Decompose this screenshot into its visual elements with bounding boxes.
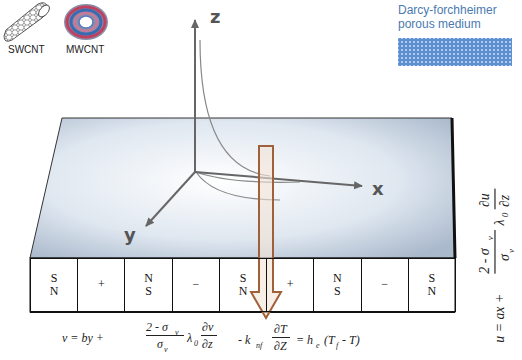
magnet-cell: − — [172, 258, 220, 312]
cell-text: S N — [48, 272, 60, 298]
mwcnt-icon — [64, 4, 108, 40]
axis-label: y — [124, 224, 136, 245]
cell-text: + — [284, 278, 296, 291]
subscript: v — [506, 249, 516, 253]
magnet-cell: S N — [30, 258, 78, 312]
magnet-cell: + — [266, 258, 314, 312]
magnet-cell: S N — [408, 258, 456, 312]
equation-part: σ — [497, 254, 514, 261]
subscript: nf — [256, 341, 262, 350]
magnet-cell: N S — [313, 258, 361, 312]
plate-front-face — [30, 258, 455, 312]
rotated-equation: u = ax +2 - σvσvλ0∂u∂z — [476, 178, 520, 345]
subscript: e — [316, 341, 320, 350]
cell-text: N S — [331, 272, 343, 298]
coordinate-axes — [146, 20, 362, 226]
axis-label: z — [210, 6, 220, 27]
fraction-bar — [494, 189, 495, 210]
equation-part: ∂z — [202, 337, 213, 352]
subscript: 0 — [194, 339, 198, 348]
cell-text: + — [95, 278, 107, 291]
axis-label: x — [372, 178, 384, 199]
cell-text: S N — [426, 272, 438, 298]
cell-text: S N — [237, 272, 249, 298]
equation-part: v = by + — [62, 331, 104, 346]
cell-text: − — [190, 278, 202, 291]
magnet-cell: S N — [219, 258, 267, 312]
equation-part: ∂Z — [274, 339, 287, 354]
nanotube-label: SWCNT — [8, 44, 45, 55]
subscript: 0 — [500, 213, 510, 218]
magnet-cell: N S — [124, 258, 172, 312]
subscript: v — [164, 345, 168, 354]
equation-part: u = ax + — [491, 294, 508, 343]
magnet-cell: − — [361, 258, 409, 312]
plate-edge — [452, 118, 455, 258]
fraction-bar — [146, 335, 184, 336]
subscript: f — [336, 341, 338, 350]
equation-part: σ — [157, 337, 163, 352]
equation-part: λ — [491, 219, 508, 225]
fraction-bar — [201, 335, 217, 336]
equation-part: ∂u — [476, 193, 493, 207]
equation-part: 2 - σ — [146, 320, 168, 335]
fraction-bar — [494, 230, 495, 274]
equation-part: = h — [296, 333, 313, 348]
equation-part: ∂T — [274, 322, 287, 337]
nanotube-label: MWCNT — [66, 44, 104, 55]
equation-part: ∂z — [497, 195, 514, 207]
equation-part: (T — [324, 333, 335, 348]
cell-text: − — [379, 278, 391, 291]
equation-part: 2 - σ — [476, 248, 493, 273]
fraction-bar — [272, 337, 290, 338]
equation-part: - k — [238, 333, 250, 348]
medium-label: Darcy-forchheimer porous medium — [398, 4, 522, 32]
magnet-cell: + — [77, 258, 125, 312]
equation-part: λ — [187, 331, 192, 346]
equation-part: ∂v — [202, 320, 213, 335]
swcnt-icon — [4, 3, 52, 42]
porous-medium-swatch — [398, 38, 512, 66]
plate-top-face — [30, 118, 455, 258]
cell-text: N S — [143, 272, 155, 298]
equation-part: - T) — [342, 333, 360, 348]
